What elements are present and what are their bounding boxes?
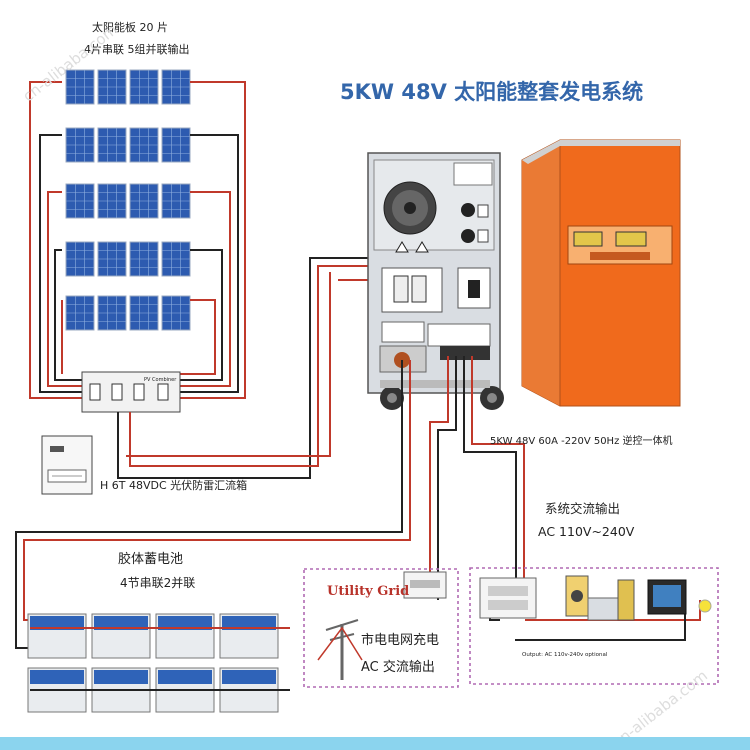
- grid-charge-label: 市电电网充电: [361, 633, 440, 648]
- ac-output-section: [469, 567, 719, 685]
- ac-output-title: 系统交流输出: [545, 501, 621, 516]
- solar-panel: [65, 127, 95, 163]
- pv-combiner-box: [81, 371, 181, 413]
- solar-panel: [161, 69, 191, 105]
- solar-panel: [65, 295, 95, 331]
- combiner-device-image: [41, 435, 93, 495]
- bottom-band: [0, 737, 750, 750]
- utility-grid-label: Utility Grid: [327, 584, 410, 599]
- inverter-cabinet: [367, 152, 504, 410]
- solar-panel: [65, 69, 95, 105]
- solar-panel: [97, 295, 127, 331]
- solar-panel: [129, 295, 159, 331]
- battery-bank-title: 胶体蓄电池: [118, 552, 184, 567]
- ac-output-range: AC 110V~240V: [538, 524, 635, 539]
- battery: [27, 613, 87, 659]
- solar-panel: [129, 127, 159, 163]
- system-wiring: [15, 356, 701, 649]
- combiner-box-label: H 6T 48VDC 光伏防雷汇流箱: [100, 479, 248, 492]
- solar-panel-array: [65, 69, 191, 331]
- solar-panel: [161, 127, 191, 163]
- solar-panel: [129, 69, 159, 105]
- solar-panel: [97, 127, 127, 163]
- page-title: 5KW 48V 太阳能整套发电系统: [340, 80, 644, 104]
- solar-panel: [65, 241, 95, 277]
- solar-panel: [65, 183, 95, 219]
- grid-ac-output-label: AC 交流输出: [361, 660, 435, 675]
- solar-panel: [161, 295, 191, 331]
- battery-bank: [27, 613, 290, 713]
- battery: [91, 613, 151, 659]
- solar-panel: [129, 183, 159, 219]
- combiner-inverter-wiring: [117, 257, 382, 479]
- solar-panel: [97, 69, 127, 105]
- inverter-orange-unit: [521, 139, 681, 407]
- ac-output-note: Output: AC 110v-240v optional: [522, 652, 608, 658]
- solar-array-count-label: 太阳能板 20 片: [92, 21, 168, 34]
- solar-panel: [161, 241, 191, 277]
- solar-panel: [97, 241, 127, 277]
- battery: [155, 613, 215, 659]
- battery: [219, 613, 279, 659]
- solar-panel: [129, 241, 159, 277]
- inverter-label: 5KW 48V 60A -220V 50Hz 逆控一体机: [490, 436, 673, 447]
- battery-bank-config: 4节串联2并联: [120, 576, 196, 590]
- solar-panel: [161, 183, 191, 219]
- solar-panel: [97, 183, 127, 219]
- utility-grid-section: [303, 568, 459, 688]
- solar-array-config-label: 4片串联 5组并联输出: [84, 43, 190, 56]
- combiner-box-header: PV Combiner: [144, 377, 177, 383]
